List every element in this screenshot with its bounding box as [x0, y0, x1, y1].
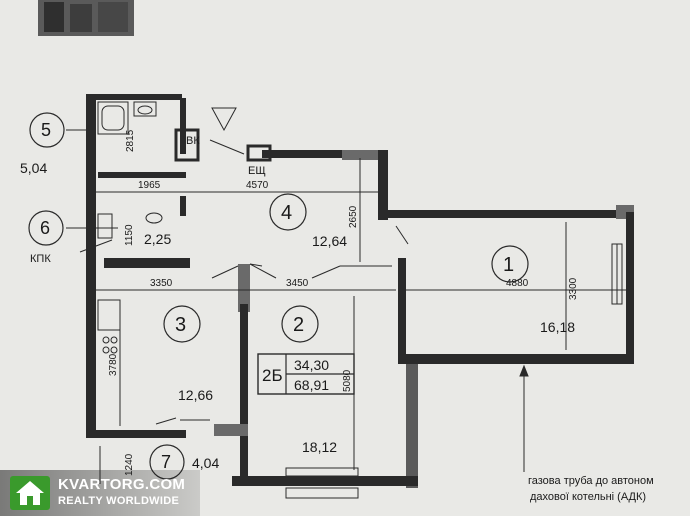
dim-3780: 3780 [108, 353, 119, 376]
room-1-area: 16,18 [540, 319, 575, 335]
watermark-title: KVARTORG.COM [58, 476, 186, 493]
house-logo-icon [10, 476, 50, 510]
room-5-number: 5 [41, 120, 51, 140]
dim-3450: 3450 [286, 278, 309, 289]
apartment-badge: 2Б 34,30 68,91 [257, 353, 355, 395]
room-3-number: 3 [175, 314, 186, 336]
badge-total-area: 68,91 [294, 377, 329, 393]
room-2-area: 18,12 [302, 439, 337, 455]
label-eshch: ЕЩ [248, 165, 266, 177]
dim-4880: 4880 [506, 278, 529, 289]
badge-label: 2Б [262, 366, 283, 385]
room-2-number: 2 [293, 314, 304, 336]
room-3-area: 12,66 [178, 387, 213, 403]
watermark-subtitle: REALTY WORLDWIDE [58, 495, 180, 507]
dim-3350: 3350 [150, 278, 173, 289]
gas-note-line-1: газова труба до автоном [528, 475, 654, 487]
gas-note-line-2: дахової котельні (АДК) [530, 491, 646, 503]
walls [86, 94, 634, 488]
dim-2815: 2815 [125, 129, 136, 152]
dim-1240: 1240 [124, 453, 135, 476]
room-6-number: 6 [40, 218, 50, 238]
room-7-area: 4,04 [192, 455, 219, 471]
dim-1965: 1965 [138, 180, 161, 191]
label-vk: ВК [186, 135, 200, 147]
room-5-area: 5,04 [20, 160, 47, 176]
label-kpk: КПК [30, 253, 51, 265]
dim-1150: 1150 [124, 224, 135, 246]
thin-lines [66, 101, 626, 499]
room-4-number: 4 [281, 202, 292, 224]
dim-3300: 3300 [568, 277, 579, 300]
room-4-area: 12,64 [312, 233, 347, 249]
room-6-area: 2,25 [144, 231, 171, 247]
dim-5080: 5080 [342, 369, 353, 392]
badge-living-area: 34,30 [294, 357, 329, 373]
room-7-number: 7 [161, 452, 171, 472]
dim-4570: 4570 [246, 180, 269, 191]
room-callouts [28, 112, 529, 480]
dim-2650: 2650 [348, 205, 359, 228]
room-1-number: 1 [503, 254, 514, 276]
